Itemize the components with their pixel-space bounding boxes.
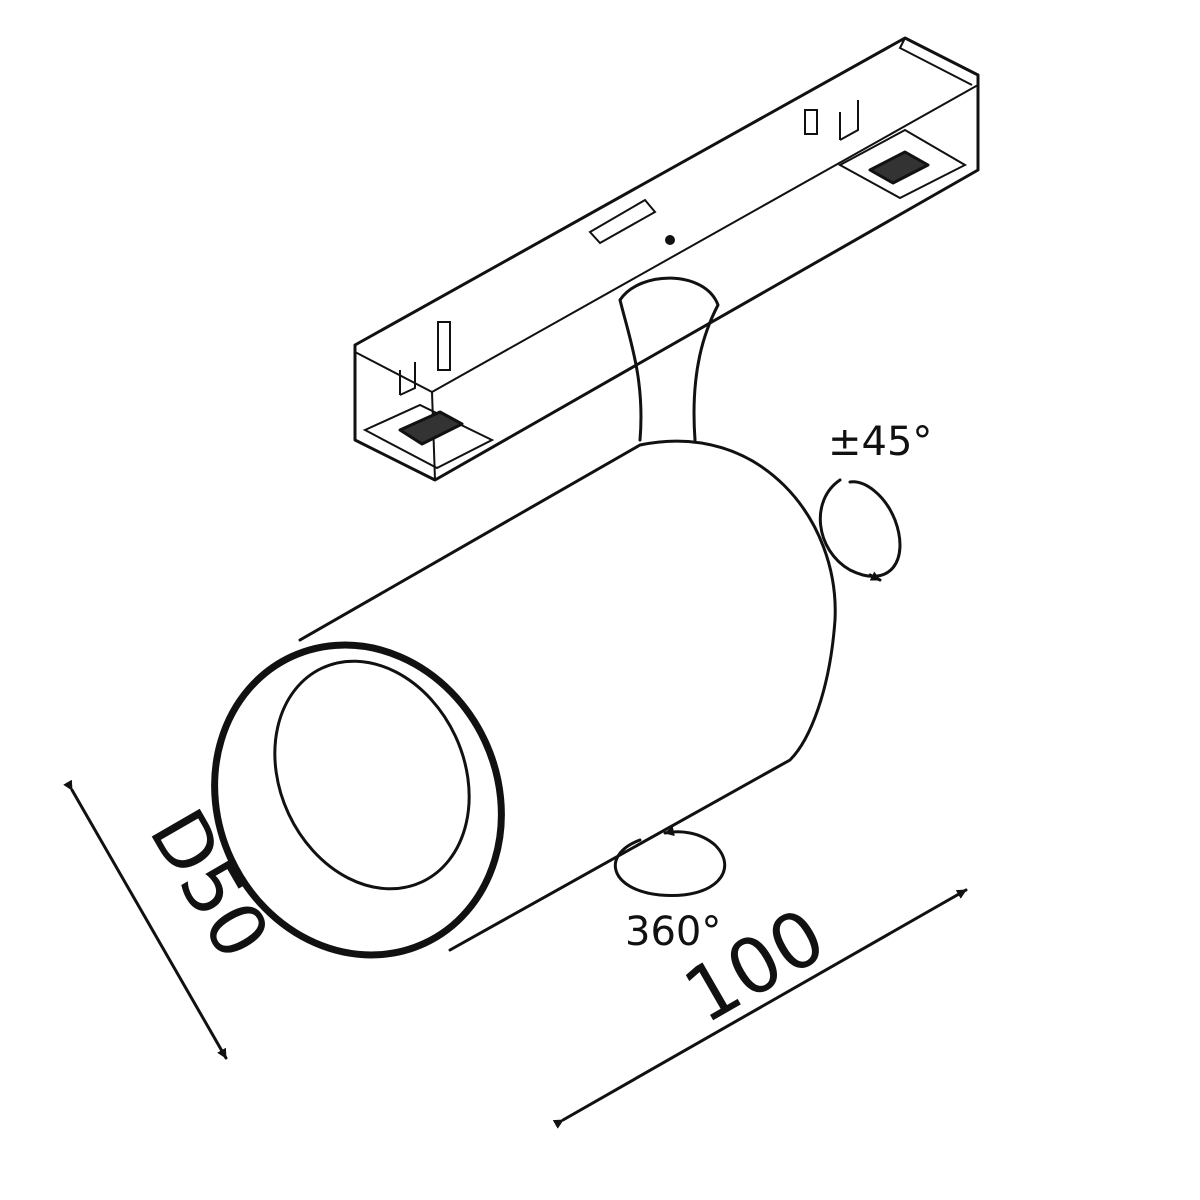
rotation-label: 360° (625, 909, 721, 955)
diameter-dimension-arrow (63, 779, 228, 1060)
center-socket (588, 198, 657, 245)
contact-right (839, 100, 859, 141)
indicator-dot (665, 235, 675, 245)
contact-left (399, 362, 416, 396)
stem (618, 276, 720, 442)
switch-left (437, 321, 451, 371)
tilt-arrow (818, 478, 902, 580)
track-adapter (353, 36, 980, 482)
tilt-label: ±45° (828, 419, 932, 465)
switch-right (804, 109, 818, 135)
spotlight-body (211, 439, 837, 959)
connector-slot-right (837, 128, 968, 200)
rotation-arrow (613, 826, 727, 898)
connector-slot-left (362, 403, 495, 470)
length-dimension-arrow (552, 888, 968, 1129)
diameter-label: D50 (132, 795, 287, 974)
